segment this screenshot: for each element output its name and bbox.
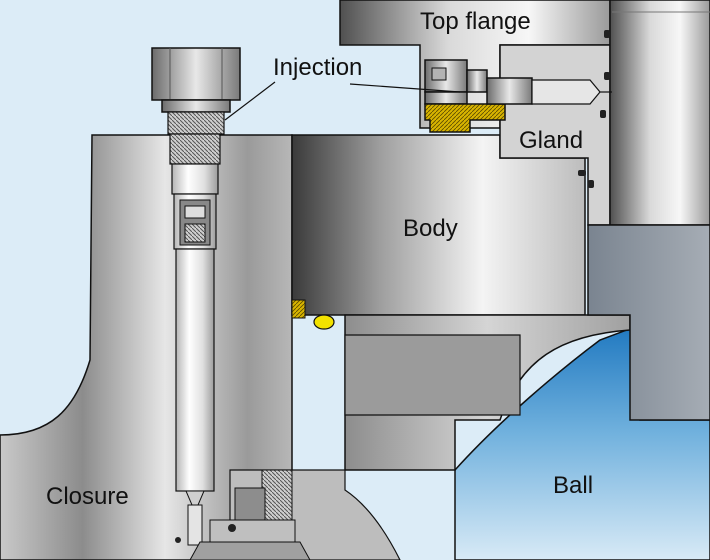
label-closure: Closure bbox=[46, 483, 129, 510]
seat-seal bbox=[291, 299, 335, 330]
stem-lower-block bbox=[587, 224, 710, 421]
lower-seat-details bbox=[175, 469, 311, 560]
label-top-flange: Top flange bbox=[420, 8, 531, 35]
injection-fitting-left bbox=[151, 47, 241, 546]
label-injection: Injection bbox=[273, 54, 363, 81]
injection-leader-line-right bbox=[349, 83, 461, 93]
label-body: Body bbox=[403, 215, 458, 242]
stem-part bbox=[609, 0, 710, 226]
seat-insert bbox=[344, 334, 521, 416]
label-ball: Ball bbox=[553, 472, 594, 499]
o-ring-group bbox=[578, 30, 610, 188]
label-gland: Gland bbox=[519, 127, 584, 154]
injection-leader-line-left bbox=[224, 81, 276, 121]
gland-injection-fitting bbox=[424, 59, 612, 133]
